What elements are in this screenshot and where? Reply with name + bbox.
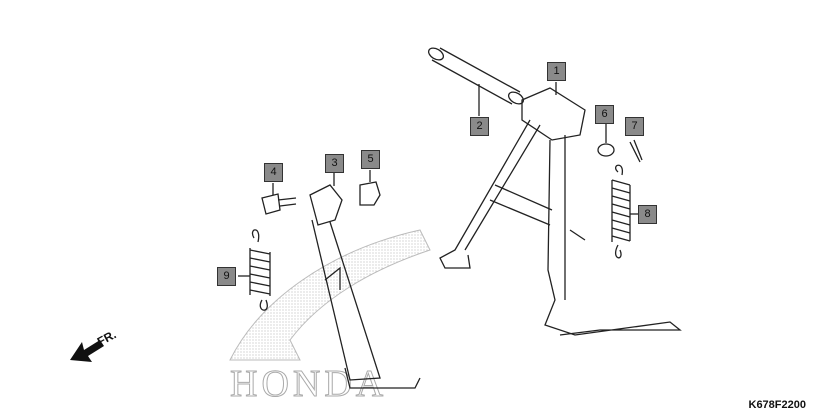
callout-5: 5 (361, 150, 380, 169)
part-9-spring (238, 229, 271, 311)
part-5-nut (359, 170, 381, 206)
callout-7: 7 (625, 117, 644, 136)
part-8-spring (611, 164, 638, 259)
callout-3: 3 (325, 154, 344, 173)
callout-8: 8 (638, 205, 657, 224)
part-1-main-stand (439, 82, 682, 336)
part-6-washer (597, 143, 615, 157)
callout-4: 4 (264, 163, 283, 182)
part-2-pivot-pipe (427, 47, 525, 116)
part-4-bolt (261, 183, 297, 215)
callout-6: 6 (595, 105, 614, 124)
callout-9: 9 (217, 267, 236, 286)
callout-1: 1 (547, 62, 566, 81)
diagram-code: K678F2200 (748, 399, 807, 411)
front-direction-arrow-icon (70, 340, 104, 362)
part-7-cotter-pin (629, 139, 643, 163)
callout-2: 2 (470, 117, 489, 136)
honda-watermark: HONDA (229, 363, 388, 406)
part-3-side-stand (309, 173, 421, 389)
